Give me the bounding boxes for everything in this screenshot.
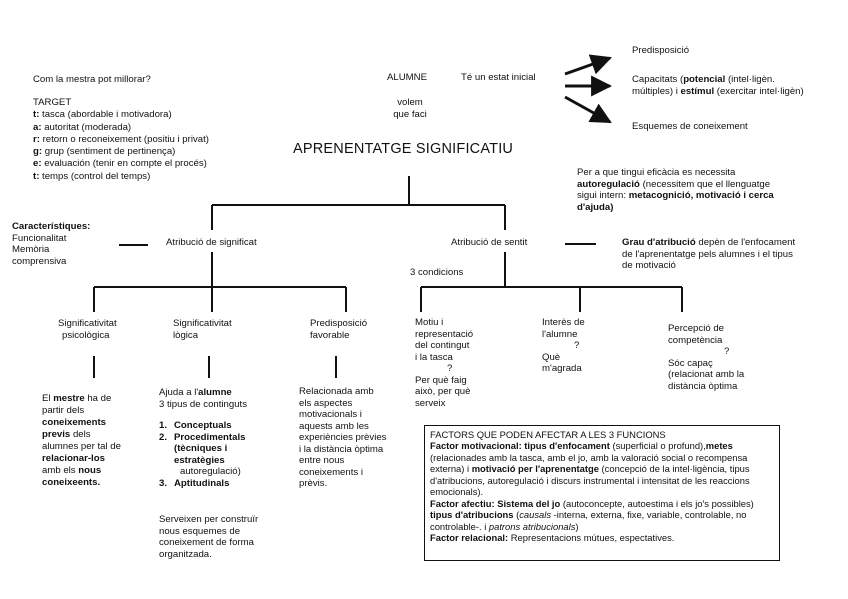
factor-motivacional: Factor motivacional: tipus d'enfocament … bbox=[430, 440, 750, 498]
factors-box: FACTORS QUE PODEN AFECTAR A LES 3 FUNCIO… bbox=[424, 425, 780, 561]
significativitat-psicologica: Significativitat psicològica bbox=[58, 318, 117, 341]
factors-heading: FACTORS QUE PODEN AFECTAR A LES 3 FUNCIO… bbox=[430, 429, 666, 440]
percepcio-competencia: Percepció de competència ? Sóc capaç (re… bbox=[668, 323, 745, 392]
mestre-text: El mestre ha de partir dels coneixements… bbox=[42, 393, 121, 488]
autoregulacio-text: Per a que tingui eficàcia es necessita a… bbox=[577, 167, 774, 213]
relacionada-text: Relacionada amb els aspectes motivaciona… bbox=[299, 386, 387, 489]
atribucio-sentit: Atribució de sentit bbox=[451, 237, 528, 248]
interes-alumne: Interès de l'alumne ? Què m'agrada bbox=[542, 317, 585, 374]
caracteristiques-heading: Característiques: bbox=[12, 221, 91, 232]
predisposicio-text: Predisposició bbox=[632, 45, 690, 56]
target-list: TARGET t: tasca (abordable i motivadora)… bbox=[33, 97, 209, 183]
alumne-label: ALUMNE bbox=[387, 72, 427, 83]
capacitats-text: Capacitats (potencial (intel·ligèn. múlt… bbox=[632, 74, 804, 97]
target-item: t: temps (control del temps) bbox=[33, 170, 151, 182]
significativitat-logica: Significativitat lògica bbox=[173, 318, 232, 341]
factor-afectiu: Factor afectiu: Sistema del jo (autoconc… bbox=[430, 497, 754, 532]
ajuda-alumne-text: Ajuda a l'alumne 3 tipus de continguts 1… bbox=[159, 387, 248, 489]
target-heading: TARGET bbox=[33, 97, 72, 108]
esquemes-text: Esquemes de coneixement bbox=[632, 121, 748, 132]
serveixen-text: Serveixen per construïr nous esquemes de… bbox=[159, 514, 259, 560]
grau-atribucio-text: Grau d'atribució depèn de l'enfocament d… bbox=[622, 237, 796, 271]
tres-condicions: 3 condicions bbox=[410, 267, 464, 278]
arrow-esquemes bbox=[564, 95, 612, 124]
target-item: t: tasca (abordable i motivadora) bbox=[33, 109, 172, 121]
motiu-representacio: Motiu i representació del contingut i la… bbox=[415, 317, 474, 409]
atribucio-significat: Atribució de significat bbox=[166, 237, 257, 248]
continguts-list: 1.Conceptuals 2.Procedimentals (tècnique… bbox=[159, 420, 247, 489]
continguts-item: 3.Aptitudinals bbox=[159, 477, 230, 489]
factor-relacional: Factor relacional: Representacions mútue… bbox=[430, 532, 675, 544]
question-text: Com la mestra pot millorar? bbox=[33, 74, 151, 85]
caracteristiques-block: Característiques: Funcionalitat Memòria … bbox=[12, 221, 91, 267]
target-item: e: evaluación (tenir en compte el procés… bbox=[33, 158, 207, 170]
estat-inicial: Té un estat inicial bbox=[461, 72, 536, 83]
continguts-item: 1.Conceptuals bbox=[159, 420, 232, 431]
target-item: r: retorn o reconeixement (positiu i pri… bbox=[33, 133, 209, 145]
main-title: APRENENTATGE SIGNIFICATIU bbox=[293, 141, 514, 157]
predisposicio-favorable: Predisposició favorable bbox=[310, 318, 368, 341]
volem-que-faci: volem que faci bbox=[393, 97, 427, 120]
target-item: a: autoritat (moderada) bbox=[33, 121, 132, 133]
arrow-predisposicio bbox=[564, 54, 612, 76]
continguts-item: 2.Procedimentals (tècniques i estratègie… bbox=[159, 431, 246, 478]
target-item: g: grup (sentiment de pertinença) bbox=[33, 146, 176, 158]
